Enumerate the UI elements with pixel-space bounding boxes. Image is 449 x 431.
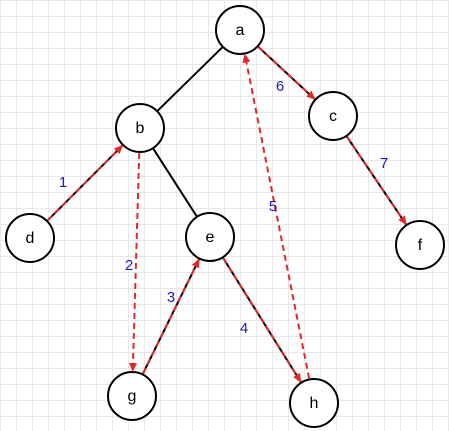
node-label-f: f (418, 237, 423, 254)
node-label-h: h (310, 395, 319, 412)
step-label-6: 6 (276, 78, 284, 95)
node-label-g: g (128, 388, 137, 405)
node-circle-f (395, 220, 445, 270)
node-label-e: e (206, 229, 215, 246)
node-circle-c (308, 91, 358, 141)
node-circle-b (115, 103, 165, 153)
node-a: a (215, 5, 265, 55)
node-b: b (115, 103, 165, 153)
node-circle-a (215, 5, 265, 55)
node-circle-d (5, 213, 55, 263)
node-d: d (5, 213, 55, 263)
step-label-3: 3 (167, 289, 175, 306)
node-f: f (395, 220, 445, 270)
tree-edges (46, 45, 408, 384)
traversal-arrow-1 (46, 144, 124, 222)
step-labels: 1 2 3 4 5 6 7 (59, 78, 388, 337)
node-g: g (107, 371, 157, 421)
traversal-arrow-6 (257, 46, 316, 100)
traversal-arrow-5 (242, 53, 311, 379)
node-circle-e (185, 212, 235, 262)
edge-a-b (156, 46, 224, 112)
step-label-2: 2 (125, 257, 133, 274)
node-e: e (185, 212, 235, 262)
node-label-d: d (26, 230, 35, 247)
traversal-arrow-3 (142, 258, 200, 374)
node-c: c (308, 91, 358, 141)
node-label-b: b (136, 120, 145, 137)
edge-b-e (152, 147, 198, 218)
node-label-a: a (236, 22, 245, 39)
step-label-5: 5 (269, 198, 277, 215)
traversal-arrow-4 (222, 257, 302, 383)
node-h: h (289, 378, 339, 428)
tree-nodes: a b c d e f g h (5, 5, 445, 428)
step-label-1: 1 (59, 174, 67, 191)
step-label-7: 7 (380, 155, 388, 172)
node-label-c: c (329, 108, 337, 125)
traversal-arrow-7 (346, 136, 407, 226)
traversal-arrow-2 (128, 152, 141, 373)
step-label-4: 4 (240, 320, 248, 337)
node-circle-h (289, 378, 339, 428)
traversal-arrows (46, 46, 407, 383)
